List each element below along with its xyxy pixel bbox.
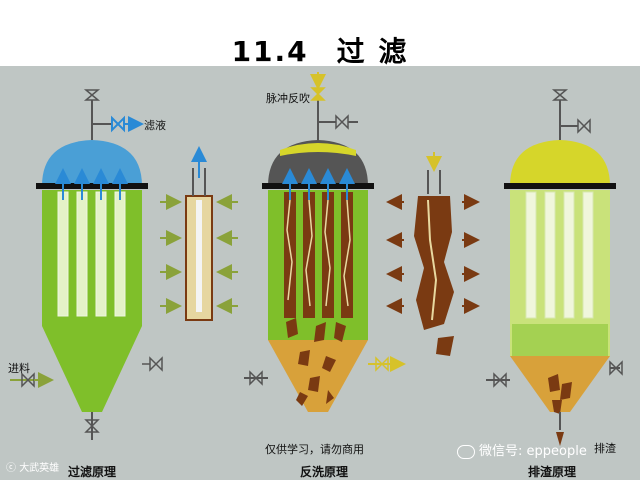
watermark-right: 微信号: eppeople xyxy=(457,440,587,459)
clean-elements xyxy=(525,191,594,319)
feed-valve xyxy=(21,372,35,388)
page-title: 11.4 过 滤 xyxy=(0,30,640,70)
discharge-vessel xyxy=(486,89,623,446)
side-valve-2 xyxy=(249,370,263,386)
caption-discharge: 排渣原理 xyxy=(528,465,577,479)
usage-notice: 仅供学习，请勿商用 xyxy=(265,443,364,456)
top-vent-valve xyxy=(83,89,101,101)
outflow-arrows xyxy=(386,194,480,314)
filtration-body xyxy=(42,190,142,326)
title-text: 过 滤 xyxy=(336,35,409,68)
filtration-cone xyxy=(42,326,142,412)
feed-label: 进料 xyxy=(8,362,30,375)
discharged-cake xyxy=(548,374,572,446)
side-valve-1 xyxy=(149,356,163,372)
discharge-dome xyxy=(510,140,610,186)
backwash-up-arrows xyxy=(282,168,355,200)
pulse-backflush-label: 脉冲反吹 xyxy=(266,92,310,105)
filtrate-valve xyxy=(111,115,125,133)
inflow-arrows xyxy=(160,194,238,314)
backwash-element-detail xyxy=(386,152,480,356)
backwash-cone xyxy=(268,340,368,412)
caption-backwash: 反洗原理 xyxy=(300,465,349,479)
watermark-left: ⓒ 大武英雄 xyxy=(6,463,60,474)
discharge-cone xyxy=(510,356,610,412)
discharge-tube-plate xyxy=(504,183,616,189)
caption-filtration: 过滤原理 xyxy=(68,465,117,479)
wechat-icon xyxy=(457,444,475,459)
backwash-tube-plate xyxy=(262,183,374,189)
falling-cake xyxy=(286,318,346,406)
drain-label: 排渣 xyxy=(594,442,616,455)
bottom-valve-1 xyxy=(84,419,100,433)
filtrate-up-arrows xyxy=(55,168,128,200)
pulse-valve xyxy=(310,87,326,101)
filtration-vessel xyxy=(10,89,163,440)
title-number: 11.4 xyxy=(231,35,309,68)
filtrate-label: 滤液 xyxy=(144,119,166,132)
top-vent-valve-3 xyxy=(551,89,569,101)
backwash-vessel xyxy=(244,72,406,412)
filtration-element-detail xyxy=(160,146,238,321)
filtration-dome xyxy=(42,140,142,186)
filtration-tube-plate xyxy=(36,183,148,189)
side-valve-3 xyxy=(493,372,507,388)
